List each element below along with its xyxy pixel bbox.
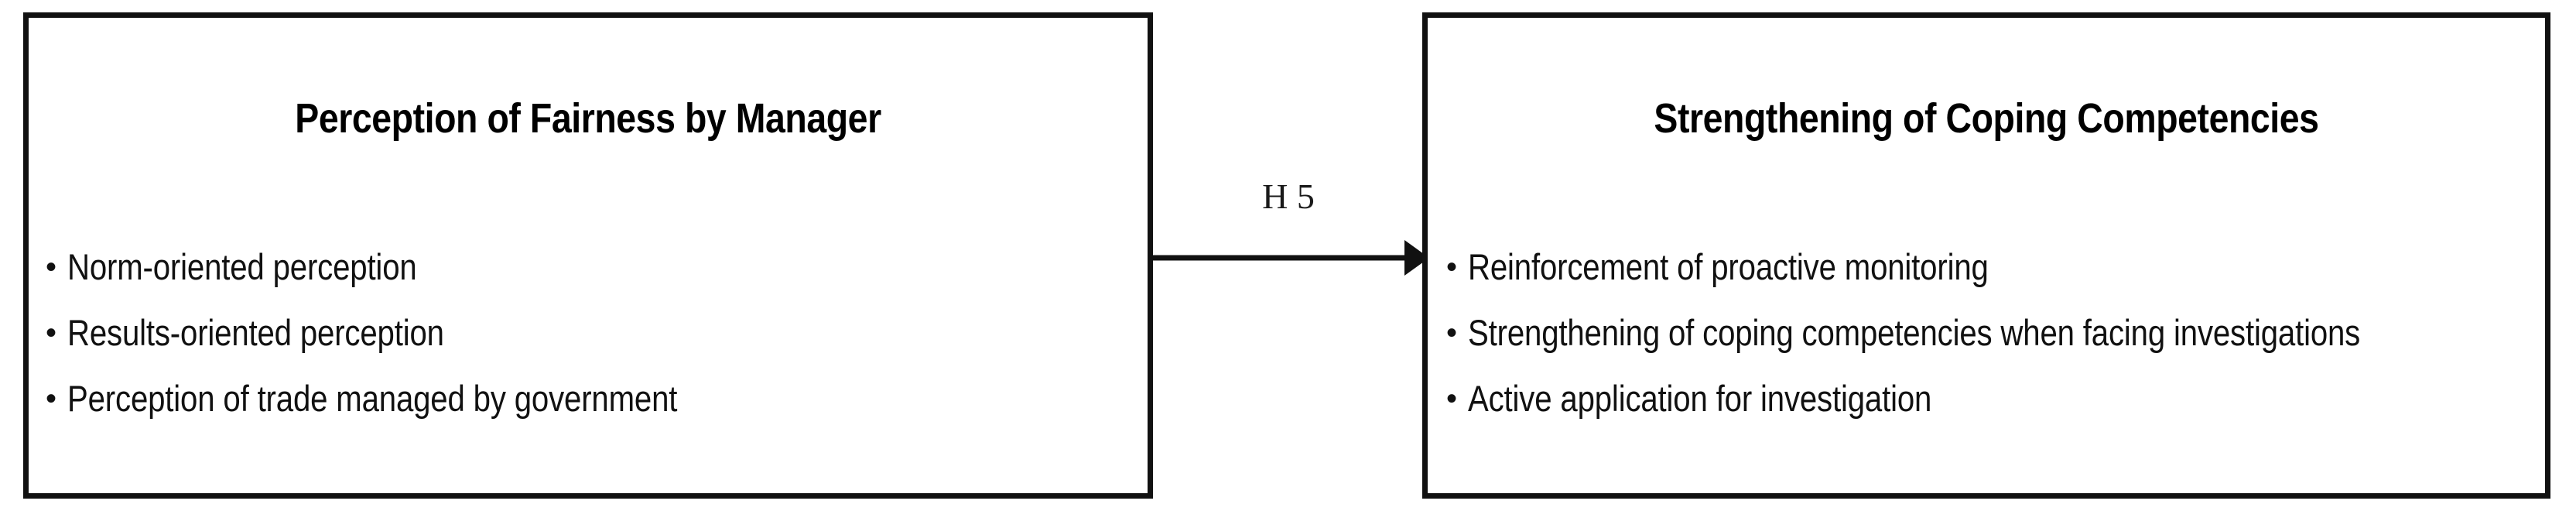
- list-item-label: Norm-oriented perception: [67, 246, 417, 287]
- bullet-dot-icon: •: [1446, 250, 1457, 284]
- connector-arrow-h5: [1149, 186, 1428, 310]
- list-item-label: Reinforcement of proactive monitoring: [1468, 246, 1989, 287]
- list-item-label: Results-oriented perception: [67, 312, 444, 353]
- construct-box-perception-of-fairness: Perception of Fairness by Manager • Norm…: [23, 12, 1153, 499]
- bullet-dot-icon: •: [46, 316, 56, 350]
- list-item-label: Strengthening of coping competencies whe…: [1468, 312, 2361, 353]
- bullet-dot-icon: •: [46, 250, 56, 284]
- list-item: • Reinforcement of proactive monitoring: [1442, 239, 2545, 305]
- box-title-strengthening-of-coping-competencies: Strengthening of Coping Competencies: [1654, 95, 2319, 142]
- hypothesis-label-h5: H 5: [1262, 177, 1315, 216]
- bullet-dot-icon: •: [1446, 316, 1457, 350]
- list-item: • Results-oriented perception: [41, 305, 1148, 371]
- arrowhead-icon: [1404, 240, 1428, 276]
- list-item: • Strengthening of coping competencies w…: [1442, 305, 2545, 371]
- list-item: • Norm-oriented perception: [41, 239, 1148, 305]
- list-item: • Active application for investigation: [1442, 371, 2545, 437]
- bullet-list-perception-of-fairness: • Norm-oriented perception • Results-ori…: [41, 239, 1148, 437]
- list-item-label: Perception of trade managed by governmen…: [67, 378, 678, 419]
- box-title-perception-of-fairness: Perception of Fairness by Manager: [295, 95, 881, 142]
- bullet-dot-icon: •: [1446, 382, 1457, 416]
- bullet-list-strengthening-of-coping-competencies: • Reinforcement of proactive monitoring …: [1442, 239, 2545, 437]
- list-item-label: Active application for investigation: [1468, 378, 1932, 419]
- construct-box-strengthening-of-coping-competencies: Strengthening of Coping Competencies • R…: [1422, 12, 2550, 499]
- list-item: • Perception of trade managed by governm…: [41, 371, 1148, 437]
- bullet-dot-icon: •: [46, 382, 56, 416]
